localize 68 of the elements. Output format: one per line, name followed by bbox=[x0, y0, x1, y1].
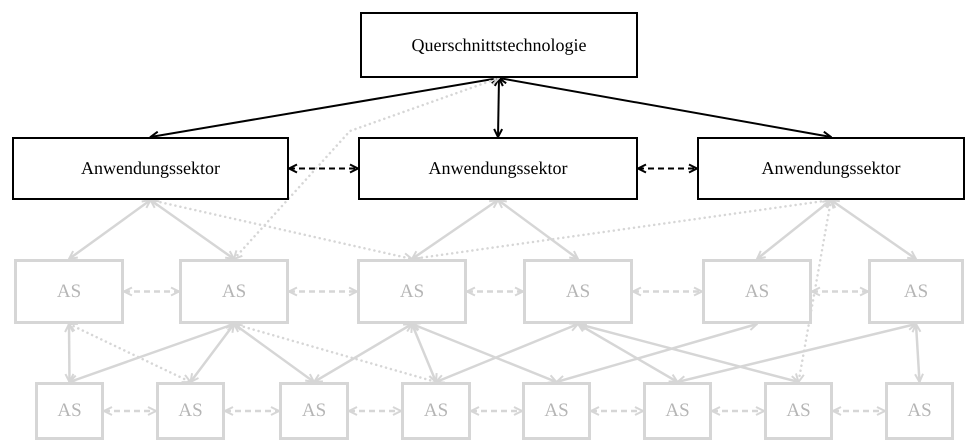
box-label: AS bbox=[56, 280, 82, 302]
process-box bbox=[12, 137, 289, 200]
process-box bbox=[357, 259, 467, 324]
process-box bbox=[885, 382, 954, 440]
arrow bbox=[313, 322, 413, 384]
arrow bbox=[411, 198, 499, 260]
box-label: AS bbox=[744, 280, 770, 302]
box-label: AS bbox=[904, 280, 928, 302]
box-label: AS bbox=[566, 280, 590, 302]
box-label: AS bbox=[400, 280, 424, 302]
process-box bbox=[523, 259, 633, 324]
arrow bbox=[150, 198, 235, 260]
process-box bbox=[279, 382, 349, 440]
arrow bbox=[577, 322, 678, 384]
dashed-arrow bbox=[288, 286, 358, 296]
box-label: AS bbox=[786, 400, 811, 422]
process-box bbox=[35, 382, 104, 440]
process-box bbox=[14, 259, 124, 324]
arrow bbox=[912, 323, 924, 383]
box-label: Anwendungssektor bbox=[762, 158, 900, 179]
dashed-arrow bbox=[123, 286, 180, 296]
dashed-arrow bbox=[711, 406, 765, 416]
process-box bbox=[358, 137, 638, 200]
arrow bbox=[190, 323, 235, 383]
box-label: AS bbox=[222, 280, 246, 302]
dashed-arrow bbox=[466, 286, 524, 296]
dashed-arrow bbox=[832, 406, 886, 416]
arrow bbox=[497, 199, 579, 260]
process-box bbox=[360, 12, 638, 78]
arrow bbox=[233, 322, 315, 384]
process-box bbox=[156, 382, 225, 440]
dashed-arrow bbox=[811, 286, 869, 296]
dotted-arrow bbox=[68, 322, 192, 384]
process-box bbox=[868, 259, 964, 324]
box-label: Anwendungssektor bbox=[81, 158, 220, 179]
arrow bbox=[493, 77, 504, 138]
dashed-arrow bbox=[348, 406, 402, 416]
dashed-arrow bbox=[637, 164, 698, 174]
dashed-arrow bbox=[632, 286, 703, 296]
box-label: Querschnittstechnologie bbox=[412, 34, 586, 56]
box-label: AS bbox=[178, 400, 203, 422]
process-box bbox=[764, 382, 833, 440]
process-box bbox=[522, 382, 591, 440]
process-box bbox=[697, 137, 965, 200]
box-label: AS bbox=[907, 400, 932, 422]
arrow bbox=[435, 322, 579, 384]
box-label: AS bbox=[544, 400, 569, 422]
box-label: AS bbox=[57, 400, 82, 422]
arrow bbox=[410, 323, 438, 383]
arrow bbox=[64, 323, 74, 383]
arrow bbox=[68, 198, 152, 260]
process-box bbox=[702, 259, 812, 324]
box-label: AS bbox=[424, 400, 448, 422]
box-label: Anwendungssektor bbox=[428, 158, 568, 179]
process-box bbox=[179, 259, 289, 324]
dashed-arrow bbox=[103, 406, 157, 416]
dashed-arrow bbox=[224, 406, 280, 416]
dashed-arrow bbox=[590, 406, 644, 416]
dashed-arrow bbox=[470, 406, 523, 416]
box-label: AS bbox=[665, 400, 690, 422]
arrow bbox=[830, 198, 917, 260]
process-box bbox=[401, 382, 471, 440]
box-label: AS bbox=[302, 400, 326, 422]
dashed-arrow bbox=[288, 164, 359, 174]
arrow bbox=[756, 199, 832, 260]
dotted-arrow bbox=[232, 76, 500, 260]
process-box bbox=[643, 382, 712, 440]
arrow bbox=[411, 322, 558, 384]
